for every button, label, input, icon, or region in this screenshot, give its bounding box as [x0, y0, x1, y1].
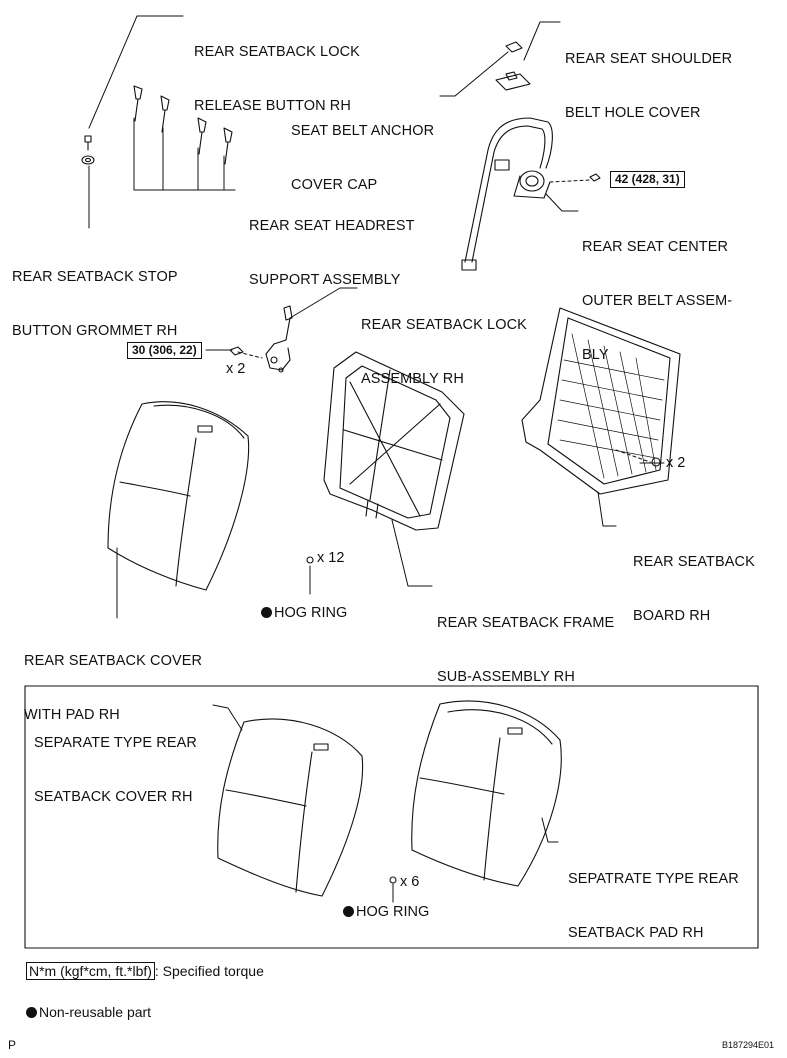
legend-non-reusable: Non-reusable part: [26, 1004, 151, 1020]
dashed-leaders: [237, 179, 651, 463]
corner-letter: P: [8, 1038, 17, 1052]
legend-torque: N*m (kgf*cm, ft.*lbf): Specified torque: [26, 962, 264, 980]
non-reusable-dot-icon: [26, 1007, 37, 1018]
belt-bolt-part: [589, 173, 601, 182]
seatback-board-part: [521, 307, 681, 495]
board-clip-part: [651, 457, 661, 467]
separate-pad-part: [411, 700, 562, 887]
lock-bolt-part: [229, 346, 244, 356]
label-headrest-support: REAR SEAT HEADREST SUPPORT ASSEMBLY: [249, 218, 415, 288]
headrest-support-parts: [133, 85, 233, 165]
lock-release-button-part: [84, 135, 92, 151]
label-seatback-board: REAR SEATBACK BOARD RH: [633, 554, 755, 624]
label-center-outer-belt: REAR SEAT CENTER OUTER BELT ASSEM- BLY: [582, 239, 733, 363]
center-outer-belt-part: [461, 117, 553, 271]
qty-hog-rings-separate: x 6: [400, 874, 420, 890]
anchor-cover-cap-part: [505, 41, 523, 53]
hog-ring-icon-main: [306, 556, 314, 564]
label-separate-pad: SEPATRATE TYPE REAR SEATBACK PAD RH: [568, 871, 739, 941]
hog-ring-label-separate: HOG RING: [343, 903, 429, 921]
torque-belt-bolt: 42 (428, 31): [610, 171, 685, 188]
qty-hog-rings-main: x 12: [317, 550, 345, 566]
shoulder-belt-hole-cover-part: [495, 71, 531, 91]
separate-type-frame: [24, 685, 759, 949]
qty-board-clips: x 2: [666, 455, 686, 471]
label-seatback-frame: REAR SEATBACK FRAME SUB-ASSEMBLY RH: [437, 615, 615, 685]
legend-torque-unit: N*m (kgf*cm, ft.*lbf): [26, 962, 155, 980]
torque-lock-bolt: 30 (306, 22): [127, 342, 202, 359]
label-anchor-cover-cap: SEAT BELT ANCHOR COVER CAP: [291, 123, 435, 193]
label-shoulder-belt-hole-cover: REAR SEAT SHOULDER BELT HOLE COVER: [565, 51, 733, 121]
label-lock-assembly: REAR SEATBACK LOCK ASSEMBLY RH: [361, 317, 527, 387]
hog-ring-icon-separate: [389, 876, 397, 884]
label-separate-cover: SEPARATE TYPE REAR SEATBACK COVER RH: [34, 735, 197, 805]
legend-torque-desc: : Specified torque: [154, 963, 264, 979]
non-reusable-dot-icon: [261, 607, 272, 618]
label-cover-with-pad: REAR SEATBACK COVER WITH PAD RH: [24, 653, 203, 723]
separate-cover-part: [217, 718, 364, 897]
label-lock-release-button: REAR SEATBACK LOCK RELEASE BUTTON RH: [194, 44, 360, 114]
qty-lock-bolts: x 2: [226, 361, 246, 377]
seatback-cover-with-pad-part: [107, 401, 250, 591]
label-stop-button-grommet: REAR SEATBACK STOP BUTTON GROMMET RH: [12, 269, 178, 339]
lock-assembly-part: [265, 305, 293, 373]
seatback-frame-part: [323, 351, 465, 531]
non-reusable-dot-icon: [343, 906, 354, 917]
figure-code: B187294E01: [722, 1040, 775, 1050]
hog-ring-label-main: HOG RING: [261, 604, 347, 622]
stop-button-grommet-part: [81, 155, 95, 165]
